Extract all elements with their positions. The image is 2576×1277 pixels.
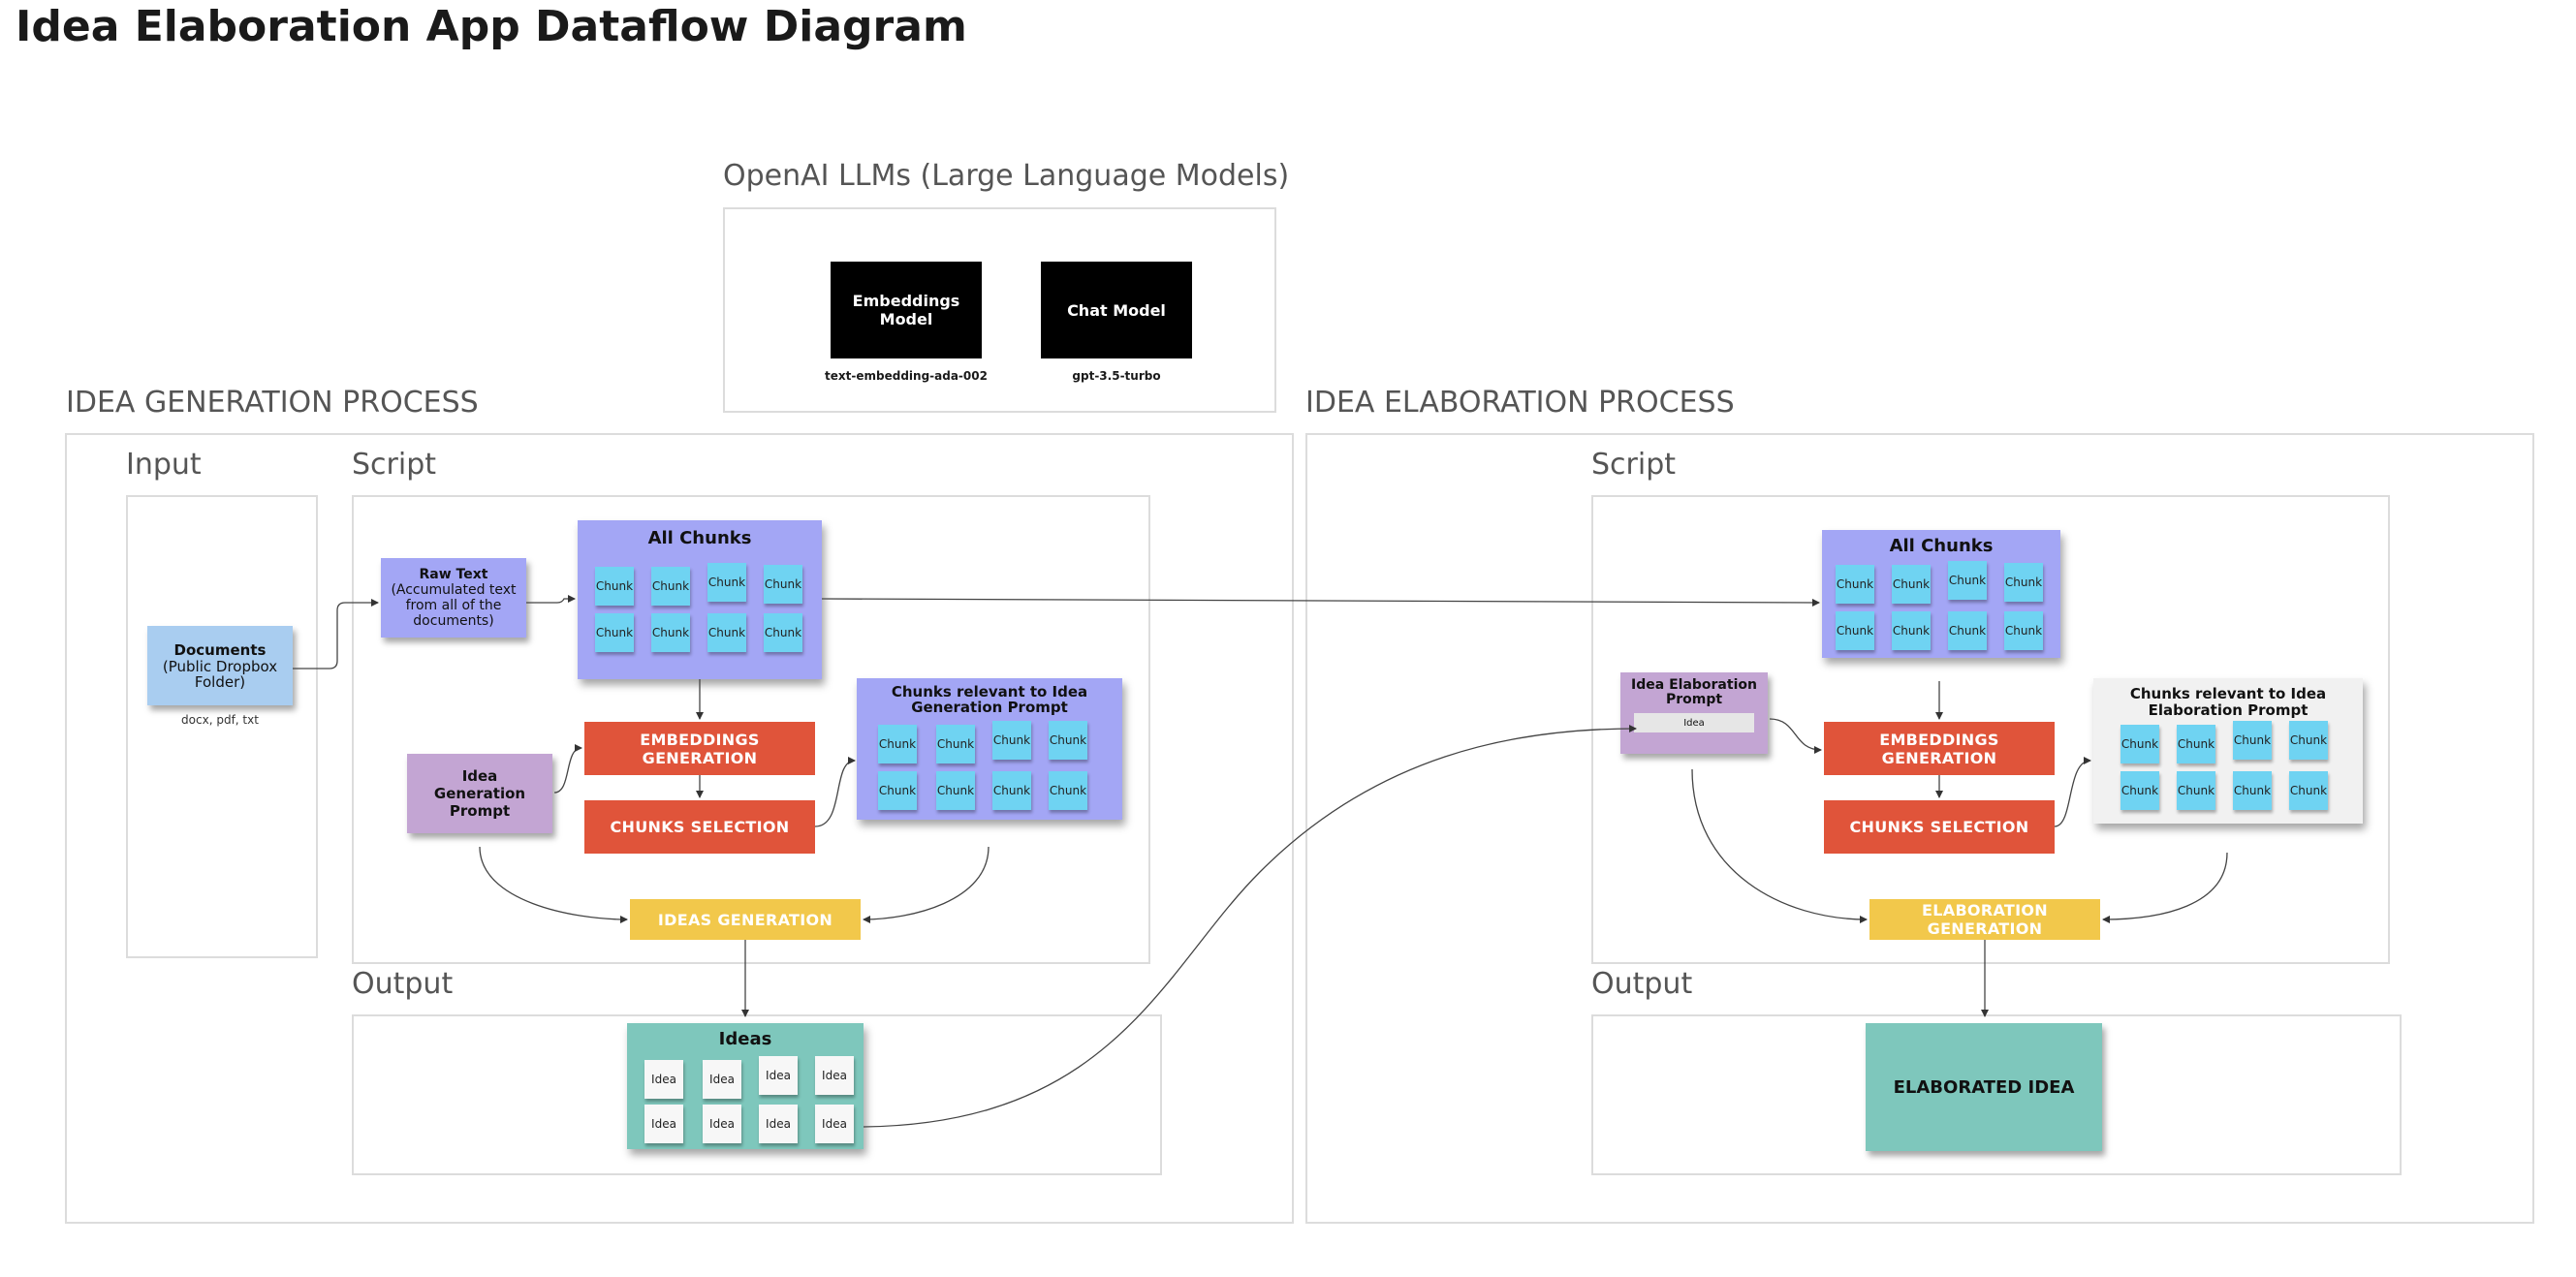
elaboration-relevant-chunks-group[interactable]: Chunks relevant to Idea Elaboration Prom… bbox=[2093, 678, 2363, 824]
all-chunks-title: All Chunks bbox=[647, 528, 752, 548]
edge-elab-prompt-generation bbox=[1691, 768, 1868, 923]
elaboration-heading: IDEA ELABORATION PROCESS bbox=[1305, 386, 1735, 420]
idea-input-field[interactable]: Idea bbox=[1634, 713, 1754, 732]
edge-relevant-ideas-generation bbox=[863, 846, 990, 923]
idea-note: Idea bbox=[759, 1056, 798, 1095]
chunk-note: Chunk bbox=[1892, 611, 1931, 650]
openai-heading: OpenAI LLMs (Large Language Models) bbox=[723, 159, 1290, 193]
embeddings-generation-step[interactable]: EMBEDDINGS GENERATION bbox=[584, 722, 815, 775]
idea-elaboration-prompt-label: Idea Elaboration Prompt bbox=[1631, 677, 1757, 707]
edge-all-chunks-elaboration bbox=[821, 598, 1820, 607]
idea-note: Idea bbox=[644, 1060, 683, 1099]
chunk-note: Chunk bbox=[2177, 725, 2215, 763]
embeddings-model-name: text-embedding-ada-002 bbox=[825, 369, 988, 383]
raw-text-title: Raw Text bbox=[419, 567, 488, 582]
ideas-generation-step[interactable]: IDEAS GENERATION bbox=[630, 899, 861, 940]
elaborated-idea-note[interactable]: ELABORATED IDEA bbox=[1866, 1023, 2102, 1151]
page-title: Idea Elaboration App Dataflow Diagram bbox=[16, 2, 967, 51]
idea-generation-prompt-label: Idea Generation Prompt bbox=[433, 767, 526, 820]
chunk-note: Chunk bbox=[2004, 611, 2043, 650]
idea-note: Idea bbox=[644, 1105, 683, 1143]
idea-generation-prompt-note[interactable]: Idea Generation Prompt bbox=[407, 754, 552, 833]
chunk-note: Chunk bbox=[1049, 771, 1087, 810]
chunk-note: Chunk bbox=[651, 613, 690, 652]
documents-title: Documents bbox=[173, 641, 267, 659]
documents-detail: (Public Dropbox Folder) bbox=[162, 658, 278, 691]
chunk-note: Chunk bbox=[992, 771, 1031, 810]
idea-elaboration-prompt-note[interactable]: Idea Elaboration Prompt Idea bbox=[1620, 672, 1768, 754]
generation-heading: IDEA GENERATION PROCESS bbox=[66, 386, 479, 420]
chunk-note: Chunk bbox=[707, 563, 746, 602]
embeddings-model-label: Embeddings Model bbox=[852, 292, 960, 328]
edge-documents-raw-text bbox=[293, 599, 379, 670]
chunk-note: Chunk bbox=[2289, 771, 2328, 810]
documents-formats: docx, pdf, txt bbox=[181, 713, 259, 727]
chunk-note: Chunk bbox=[2120, 771, 2159, 810]
chunk-note: Chunk bbox=[992, 721, 1031, 760]
chunk-note: Chunk bbox=[651, 567, 690, 606]
chunk-note: Chunk bbox=[2233, 721, 2272, 760]
chunk-note: Chunk bbox=[936, 725, 975, 763]
idea-note: Idea bbox=[815, 1105, 854, 1143]
idea-note: Idea bbox=[759, 1105, 798, 1143]
idea-note: Idea bbox=[815, 1056, 854, 1095]
chunk-note: Chunk bbox=[2177, 771, 2215, 810]
idea-note: Idea bbox=[703, 1060, 741, 1099]
generation-output-label: Output bbox=[352, 967, 454, 1001]
edge-elab-relevant-generation bbox=[2102, 852, 2228, 923]
raw-text-detail: (Accumulated text from all of the docume… bbox=[391, 582, 517, 629]
chunk-note: Chunk bbox=[1049, 721, 1087, 760]
chunk-note: Chunk bbox=[595, 613, 634, 652]
edge-selection-relevant bbox=[814, 757, 856, 827]
chunk-note: Chunk bbox=[595, 567, 634, 606]
elaboration-all-chunks-group[interactable]: All Chunks Chunk Chunk Chunk Chunk Chunk… bbox=[1822, 530, 2060, 658]
elaborated-idea-label: ELABORATED IDEA bbox=[1893, 1076, 2075, 1098]
elaboration-embeddings-generation-step[interactable]: EMBEDDINGS GENERATION bbox=[1824, 722, 2055, 775]
documents-note[interactable]: Documents (Public Dropbox Folder) bbox=[147, 626, 293, 705]
ideas-title: Ideas bbox=[718, 1029, 772, 1049]
chunk-note: Chunk bbox=[878, 725, 917, 763]
ideas-group[interactable]: Ideas Idea Idea Idea Idea Idea Idea Idea… bbox=[627, 1023, 864, 1149]
generation-script-label: Script bbox=[352, 448, 437, 482]
edge-elab-prompt-embeddings bbox=[1769, 718, 1822, 754]
chunk-note: Chunk bbox=[1948, 561, 1987, 600]
elaboration-all-chunks-title: All Chunks bbox=[1889, 536, 1994, 556]
embeddings-model-block[interactable]: Embeddings Model bbox=[831, 262, 982, 358]
chunk-note: Chunk bbox=[878, 771, 917, 810]
chunk-note: Chunk bbox=[936, 771, 975, 810]
chunk-note: Chunk bbox=[2120, 725, 2159, 763]
edge-elab-selection-relevant bbox=[2054, 757, 2091, 827]
chunk-note: Chunk bbox=[1948, 611, 1987, 650]
chat-model-block[interactable]: Chat Model bbox=[1041, 262, 1192, 358]
chunks-selection-step[interactable]: CHUNKS SELECTION bbox=[584, 800, 815, 854]
edge-ideas-elaboration-prompt bbox=[863, 725, 1637, 1128]
edge-prompt-embeddings bbox=[553, 744, 582, 794]
chunk-note: Chunk bbox=[2289, 721, 2328, 760]
input-label: Input bbox=[126, 448, 202, 482]
relevant-chunks-group[interactable]: Chunks relevant to Idea Generation Promp… bbox=[857, 678, 1122, 820]
edge-prompt-ideas-generation bbox=[479, 846, 628, 923]
chunk-note: Chunk bbox=[2233, 771, 2272, 810]
elaboration-chunks-selection-step[interactable]: CHUNKS SELECTION bbox=[1824, 800, 2055, 854]
elaboration-script-label: Script bbox=[1591, 448, 1677, 482]
relevant-chunks-title: Chunks relevant to Idea Generation Promp… bbox=[891, 683, 1088, 716]
elaboration-relevant-chunks-title: Chunks relevant to Idea Elaboration Prom… bbox=[2129, 685, 2327, 719]
raw-text-note[interactable]: Raw Text (Accumulated text from all of t… bbox=[381, 558, 526, 638]
chunk-note: Chunk bbox=[1836, 611, 1874, 650]
chunk-note: Chunk bbox=[1836, 565, 1874, 604]
input-frame bbox=[126, 495, 318, 958]
chunk-note: Chunk bbox=[764, 613, 802, 652]
chat-model-label: Chat Model bbox=[1067, 300, 1166, 320]
chunk-note: Chunk bbox=[707, 613, 746, 652]
chat-model-name: gpt-3.5-turbo bbox=[1072, 369, 1161, 383]
edge-raw-text-all-chunks bbox=[526, 595, 576, 604]
elaboration-generation-step[interactable]: ELABORATION GENERATION bbox=[1869, 899, 2100, 940]
chunk-note: Chunk bbox=[764, 565, 802, 604]
idea-note: Idea bbox=[703, 1105, 741, 1143]
chunk-note: Chunk bbox=[1892, 565, 1931, 604]
chunk-note: Chunk bbox=[2004, 563, 2043, 602]
elaboration-output-label: Output bbox=[1591, 967, 1693, 1001]
all-chunks-group[interactable]: All Chunks Chunk Chunk Chunk Chunk Chunk… bbox=[578, 520, 822, 679]
